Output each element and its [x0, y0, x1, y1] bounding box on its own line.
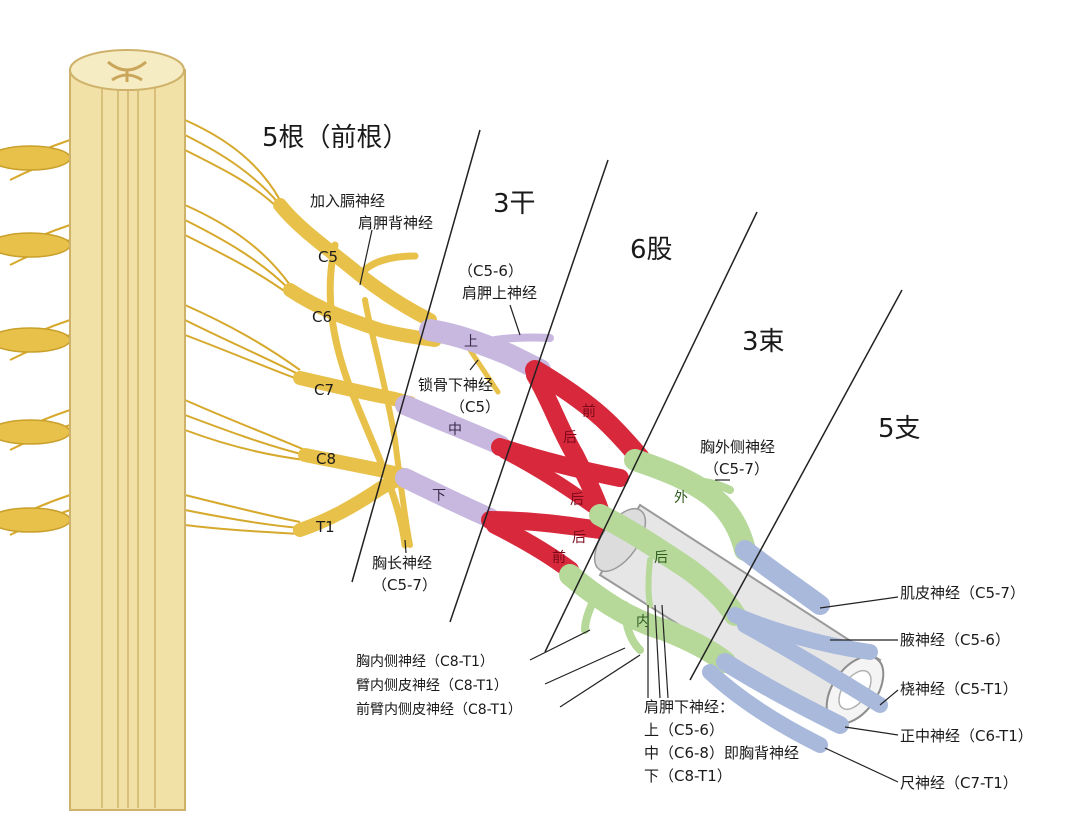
label-ulnar: 尺神经（C7-T1） [900, 774, 1018, 792]
region-divisions: 6股 [630, 235, 673, 265]
div-upper-posterior [526, 366, 609, 519]
suprascapular-nerve [491, 333, 554, 344]
region-cords: 3束 [742, 327, 785, 357]
musculocutaneous-nerve [735, 540, 830, 615]
cord-posterior [589, 504, 746, 626]
label-subclavian-seg: （C5） [450, 398, 500, 416]
label-radial: 桡神经（C5-T1） [900, 680, 1018, 698]
label-subscapular-title: 肩胛下神经： [644, 698, 734, 716]
label-dorsal-scapular: 肩胛背神经 [358, 214, 433, 232]
label-lateral-pectoral-seg: （C5-7） [704, 460, 769, 478]
root-label-t1: T1 [315, 518, 335, 536]
trunk-middle [395, 395, 510, 455]
root-label-c8: C8 [316, 450, 336, 468]
subscapular-nerves [645, 557, 653, 608]
division-label-anterior-3: 前 [552, 549, 566, 566]
region-roots: 5根（前根） [262, 123, 409, 153]
root-c6 [283, 283, 442, 347]
subclavian-nerve [467, 347, 501, 395]
nerve-roots [273, 198, 501, 549]
lateral-pectoral-nerve [686, 477, 734, 494]
region-branches: 5支 [878, 414, 921, 444]
spinal-cord [69, 49, 186, 811]
label-axillary: 腋神经（C5-6） [900, 631, 1010, 649]
medial-pectoral-nerve [581, 586, 604, 634]
phrenic-branch [326, 241, 409, 549]
label-medial-brachial-cut: 臂内侧皮神经（C8-T1） [356, 678, 508, 694]
root-label-c6: C6 [312, 308, 332, 326]
cords [559, 449, 756, 673]
ulnar-nerve [702, 664, 828, 753]
label-median: 正中神经（C6-T1） [900, 727, 1033, 745]
cord-label-lateral: 外 [674, 490, 688, 506]
label-long-thoracic: 胸长神经 [372, 554, 432, 572]
label-subclavian: 锁骨下神经 [418, 376, 493, 394]
label-lateral-pectoral: 胸外侧神经 [700, 438, 775, 456]
division-label-anterior-1: 前 [582, 403, 596, 420]
div-middle-posterior [498, 445, 602, 515]
label-suprascapular-seg: （C5-6） [458, 262, 523, 280]
region-trunks: 3干 [493, 189, 536, 219]
radial-nerve [737, 617, 888, 713]
cord-label-medial: 内 [636, 614, 650, 630]
divisions [481, 360, 650, 579]
root-t1 [293, 471, 412, 537]
label-subscapular-upper: 上（C5-6） [644, 721, 724, 739]
trunk-label-middle: 中 [448, 422, 462, 438]
division-label-posterior-2: 后 [570, 492, 584, 508]
root-label-c5: C5 [318, 248, 338, 266]
label-subscapular-middle: 中（C6-8）即胸背神经 [644, 744, 799, 762]
label-long-thoracic-seg: （C5-7） [372, 576, 437, 594]
label-medial-pectoral: 胸内侧神经（C8-T1） [356, 654, 494, 670]
division-label-posterior-3: 后 [572, 530, 586, 546]
dorsal-scapular-nerve [356, 252, 419, 279]
label-subscapular-lower: 下（C8-T1） [644, 767, 732, 785]
leader-lines [359, 229, 899, 783]
terminal-branches [702, 540, 888, 753]
label-musculocutaneous: 肌皮神经（C5-7） [900, 584, 1025, 602]
medial-brachial-cut-nerve [621, 601, 644, 654]
division-label-posterior-1: 后 [563, 430, 577, 446]
label-suprascapular: 肩胛上神经 [462, 284, 537, 302]
median-nerve [716, 653, 849, 734]
trunk-lower [395, 468, 500, 528]
cord-label-posterior: 后 [654, 550, 668, 566]
cord-lateral [624, 449, 756, 561]
left-ganglia [0, 145, 71, 533]
region-dividers [351, 129, 903, 681]
label-medial-antebrachial-cut: 前臂内侧皮神经（C8-T1） [356, 701, 522, 718]
trunk-label-upper: 上 [464, 334, 478, 350]
long-thoracic-nerve [362, 297, 413, 548]
root-label-c7: C7 [314, 381, 334, 399]
trunk-label-lower: 下 [432, 488, 446, 504]
label-phrenic-join: 加入膈神经 [310, 192, 385, 210]
div-lower-anterior [486, 516, 579, 579]
